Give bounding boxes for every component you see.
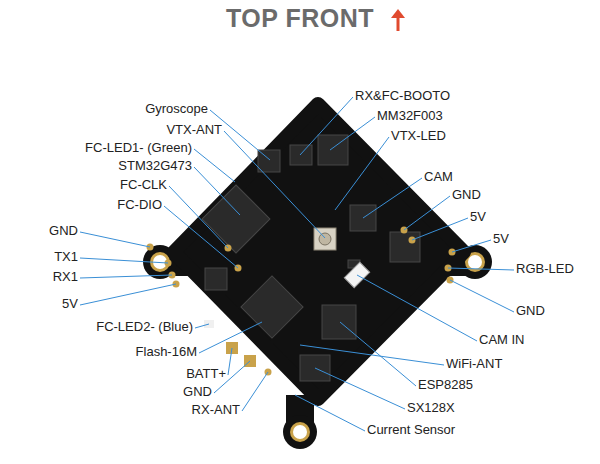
part-label: SX128X [407, 400, 455, 416]
part-label: ESP8285 [418, 377, 473, 393]
part-label: 5V [62, 296, 78, 312]
part-label: CAM IN [479, 332, 525, 348]
components [202, 135, 420, 381]
part-label: FC-CLK [120, 177, 167, 193]
part-label: VTX-ANT [166, 122, 222, 138]
part-label: GND [452, 187, 481, 203]
part-label: Current Sensor [367, 422, 455, 438]
antenna-connector [314, 228, 336, 250]
part-label: 5V [470, 209, 486, 225]
part-label: FC-LED2- (Blue) [96, 319, 193, 335]
part-label: RX&FC-BOOTO [355, 88, 450, 104]
part-label: GND [183, 384, 212, 400]
part-label: RX-ANT [192, 402, 240, 418]
part-label: WiFi-ANT [446, 356, 502, 372]
part-label: GND [516, 303, 545, 319]
pcb-board [174, 104, 464, 399]
page-title: TOP FRONT [0, 4, 600, 33]
part-label: FC-LED1- (Green) [85, 140, 192, 156]
part-label: Gyroscope [145, 101, 208, 117]
leader-lines [80, 97, 514, 431]
part-label: RX1 [53, 269, 78, 285]
part-label: FC-DIO [117, 197, 162, 213]
part-label: MM32F003 [377, 108, 443, 124]
part-label: Flash-16M [136, 344, 197, 360]
part-label: RGB-LED [516, 261, 574, 277]
part-label: GND [49, 223, 78, 239]
up-arrow [391, 9, 405, 31]
part-label: BATT+ [186, 366, 226, 382]
part-label: CAM [424, 169, 453, 185]
part-label: STM32G473 [118, 158, 192, 174]
part-label: TX1 [54, 249, 78, 265]
part-label: VTX-LED [391, 128, 446, 144]
part-label: 5V [493, 231, 509, 247]
